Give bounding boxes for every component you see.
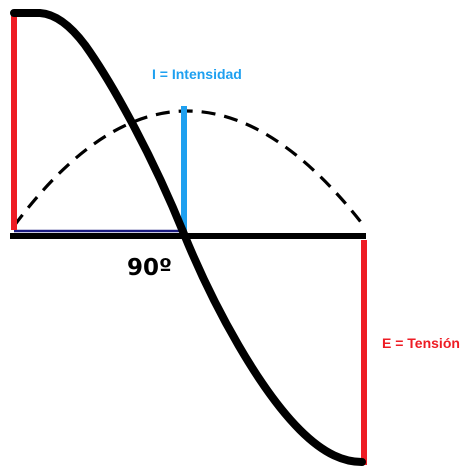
voltage-label: E = Tensión: [382, 335, 460, 351]
current-dashed-arc: [12, 109, 366, 227]
angle-label: 90º: [127, 255, 172, 281]
voltage-wave-curve: [10, 9, 366, 466]
current-label: I = Intensidad: [152, 66, 242, 82]
